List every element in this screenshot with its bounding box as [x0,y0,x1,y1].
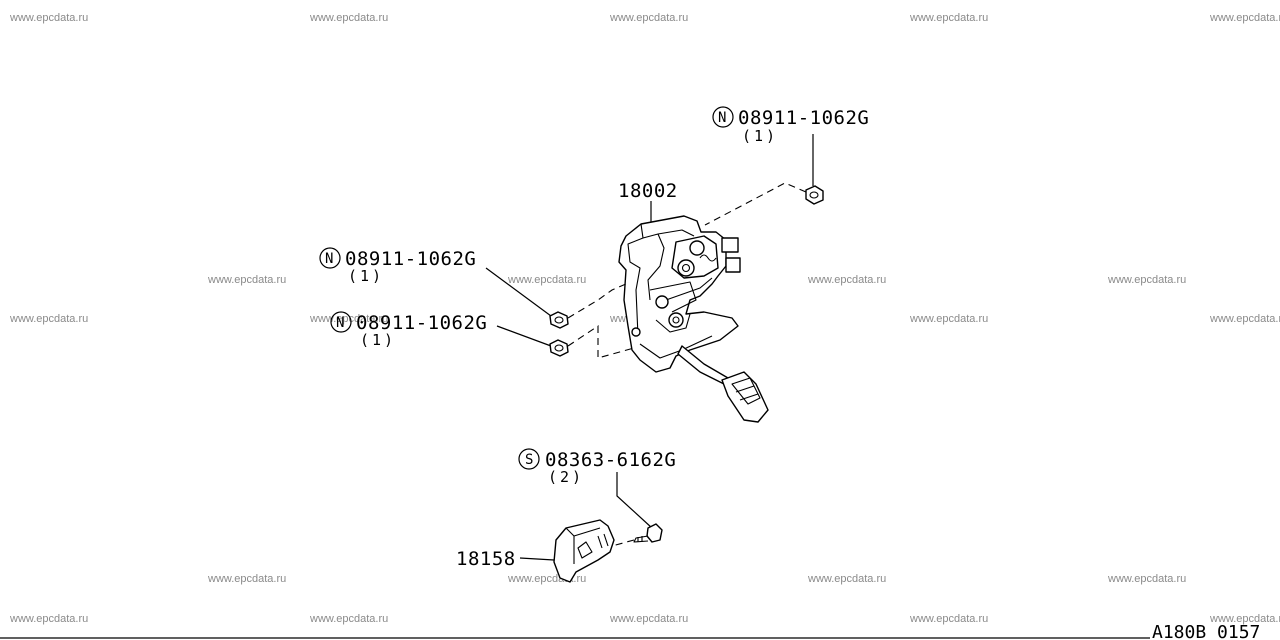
watermark: www.epcdata.ru [207,573,286,585]
quantity-screw: (2) [548,468,584,486]
part-number-stopper: 18158 [456,548,516,570]
nut-icon [549,339,569,357]
watermark: www.epcdata.ru [1107,274,1186,286]
leader-line [496,325,552,347]
accelerator-pedal-assembly [618,215,769,423]
watermark: www.epcdata.ru [1209,613,1280,625]
quantity-nut-top: (1) [742,127,778,145]
pedal-stopper [553,519,615,583]
watermark: www.epcdata.ru [807,274,886,286]
watermark: www.epcdata.ru [807,573,886,585]
nut-symbol: N [325,251,333,267]
watermarks: www.epcdata.ru www.epcdata.ru www.epcdat… [9,12,1280,625]
leader-line [519,557,555,561]
watermark: www.epcdata.ru [1209,313,1280,325]
diagram-code: A180B 0157 [1152,622,1260,640]
quantity-nut-low: (1) [360,331,396,349]
callout-nut-top[interactable]: N 08911-1062G (1) [712,106,869,186]
watermark: www.epcdata.ru [309,12,388,24]
watermark: www.epcdata.ru [309,613,388,625]
nut-symbol: N [718,110,726,126]
callout-nut-mid[interactable]: N 08911-1062G (1) [319,247,552,317]
part-number-pedal-assembly: 18002 [618,180,678,202]
screw-symbol: S [525,452,533,468]
screw-icon [633,523,663,543]
callout-pedal-assembly[interactable]: 18002 [618,180,678,222]
part-number-screw: 08363-6162G [545,449,676,471]
dashed-connector [567,283,627,319]
part-number-nut-mid: 08911-1062G [345,248,476,270]
watermark: www.epcdata.ru [909,313,988,325]
nut-symbol-circle [319,247,341,269]
watermark: www.epcdata.ru [909,613,988,625]
part-number-nut-low: 08911-1062G [356,312,487,334]
callout-stopper[interactable]: 18158 [456,548,555,570]
nut-symbol-circle [330,311,352,333]
screw-symbol-circle [518,448,540,470]
watermark: www.epcdata.ru [9,313,88,325]
watermark: www.epcdata.ru [609,613,688,625]
dashed-connector [611,539,635,547]
watermark: www.epcdata.ru [609,12,688,24]
nut-symbol: N [336,315,344,331]
watermark: www.epcdata.ru [1209,12,1280,24]
callout-nut-low[interactable]: N 08911-1062G (1) [330,311,552,349]
nut-symbol-circle [712,106,734,128]
watermark: www.epcdata.ru [309,313,388,325]
nut-icon [805,185,824,205]
watermark: www.epcdata.ru [1107,573,1186,585]
callout-screw[interactable]: S 08363-6162G (2) [518,448,676,529]
nut-icon [549,311,569,329]
watermark: www.epcdata.ru [207,274,286,286]
watermark: www.epcdata.ru [9,613,88,625]
watermark: www.epcdata.ru [9,12,88,24]
quantity-nut-mid: (1) [348,267,384,285]
leader-line [616,472,653,529]
dashed-connector [704,182,807,226]
part-number-nut-top: 08911-1062G [738,107,869,129]
watermark: www.epcdata.ru [507,274,586,286]
watermark: www.epcdata.ru [909,12,988,24]
dashed-connector [567,324,635,359]
leader-line [485,267,552,317]
